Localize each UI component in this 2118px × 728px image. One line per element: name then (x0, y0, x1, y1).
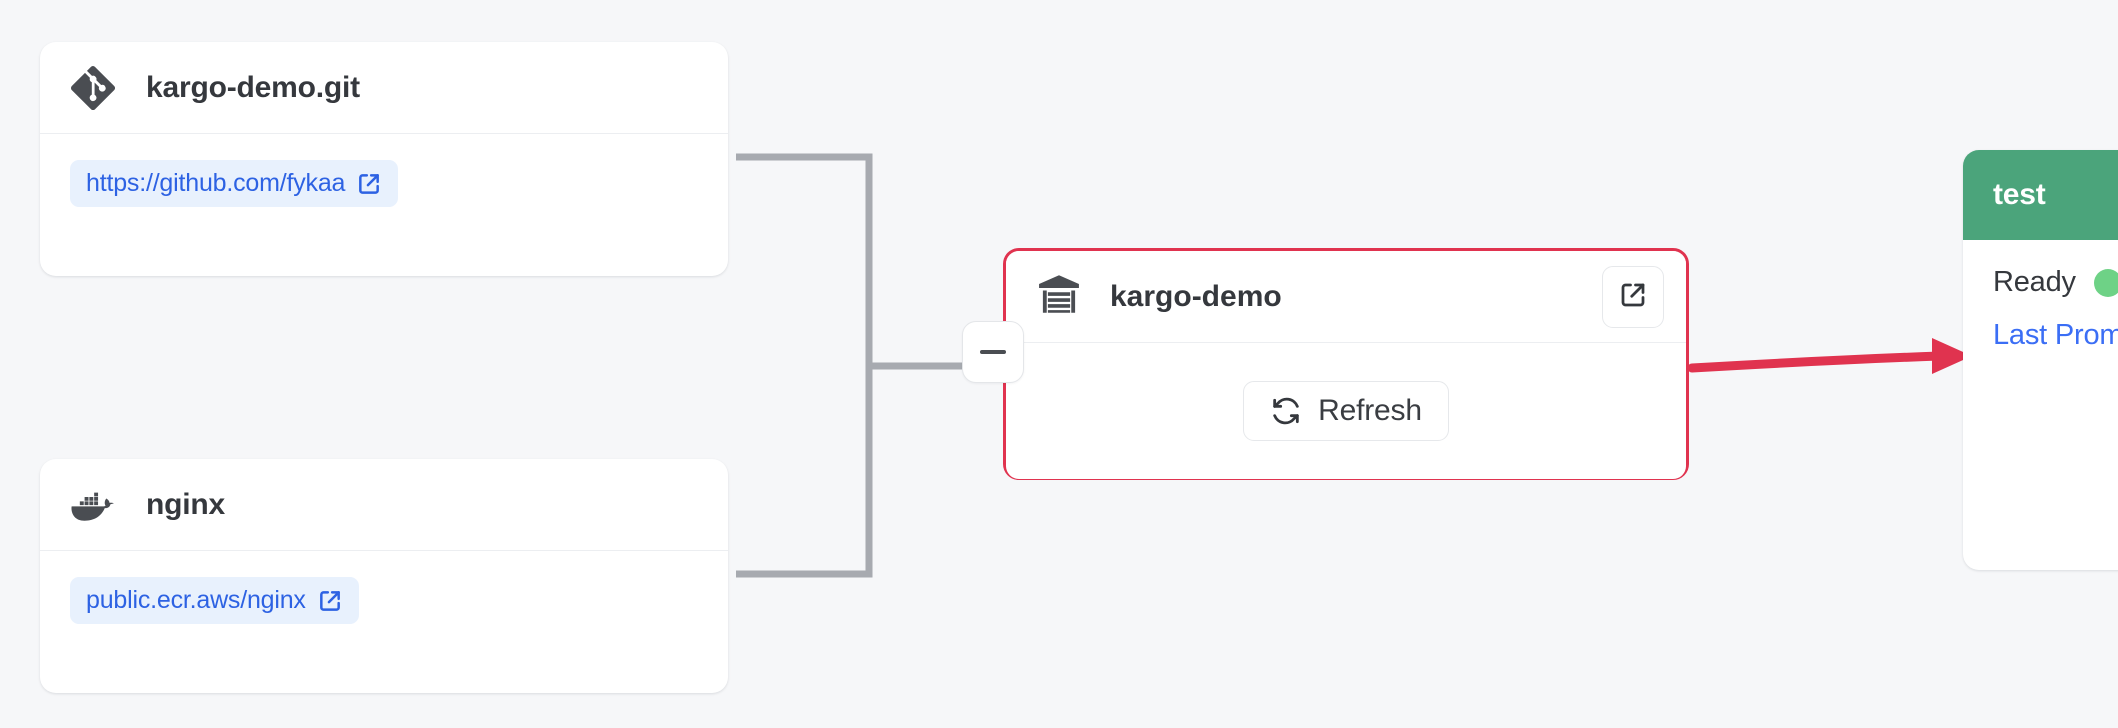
image-repo-card-header: nginx (40, 459, 728, 551)
refresh-button[interactable]: Refresh (1243, 381, 1449, 441)
image-repo-url-label: public.ecr.aws/nginx (86, 586, 306, 614)
external-link-icon (1618, 280, 1648, 313)
external-link-icon (317, 588, 343, 614)
git-repo-title: kargo-demo.git (146, 70, 360, 104)
stage-card-test[interactable]: test Ready Last Prom (1963, 150, 2118, 570)
warehouse-node[interactable]: kargo-demo (962, 248, 1689, 480)
image-repo-url-chip[interactable]: public.ecr.aws/nginx (70, 577, 359, 624)
git-repo-url-label: https://github.com/fykaa (86, 169, 346, 197)
stage-test-header: test (1963, 150, 2118, 240)
status-dot-icon (2093, 268, 2118, 297)
edge-warehouse-to-test (1687, 338, 1972, 374)
refresh-icon (1270, 395, 1302, 427)
image-repo-title: nginx (146, 487, 225, 521)
docker-icon (70, 482, 116, 528)
refresh-button-label: Refresh (1318, 394, 1422, 427)
image-repo-card-body: public.ecr.aws/nginx (40, 551, 728, 650)
warehouse-header: kargo-demo (1006, 251, 1686, 343)
collapse-handle-minus[interactable] (962, 321, 1024, 383)
external-link-icon (356, 171, 382, 197)
git-repo-card-header: kargo-demo.git (40, 42, 728, 134)
git-repo-card-body: https://github.com/fykaa (40, 134, 728, 233)
git-repo-card[interactable]: kargo-demo.git https://github.com/fykaa (40, 42, 728, 276)
stage-test-last-promotion-link[interactable]: Last Prom (1993, 319, 2118, 351)
warehouse-icon (1036, 271, 1082, 322)
minus-icon (980, 350, 1006, 354)
warehouse-body: Refresh (1006, 343, 1686, 479)
git-repo-url-chip[interactable]: https://github.com/fykaa (70, 160, 399, 207)
stage-test-status: Ready (1993, 266, 2118, 299)
warehouse-open-button[interactable] (1602, 265, 1664, 328)
stage-test-body: Ready Last Prom (1963, 240, 2118, 352)
git-icon (70, 65, 116, 111)
stage-test-name: test (1993, 178, 2046, 211)
image-repo-card[interactable]: nginx public.ecr.aws/nginx (40, 459, 728, 693)
warehouse-title: kargo-demo (1110, 279, 1282, 313)
stage-test-status-label: Ready (1993, 266, 2076, 298)
